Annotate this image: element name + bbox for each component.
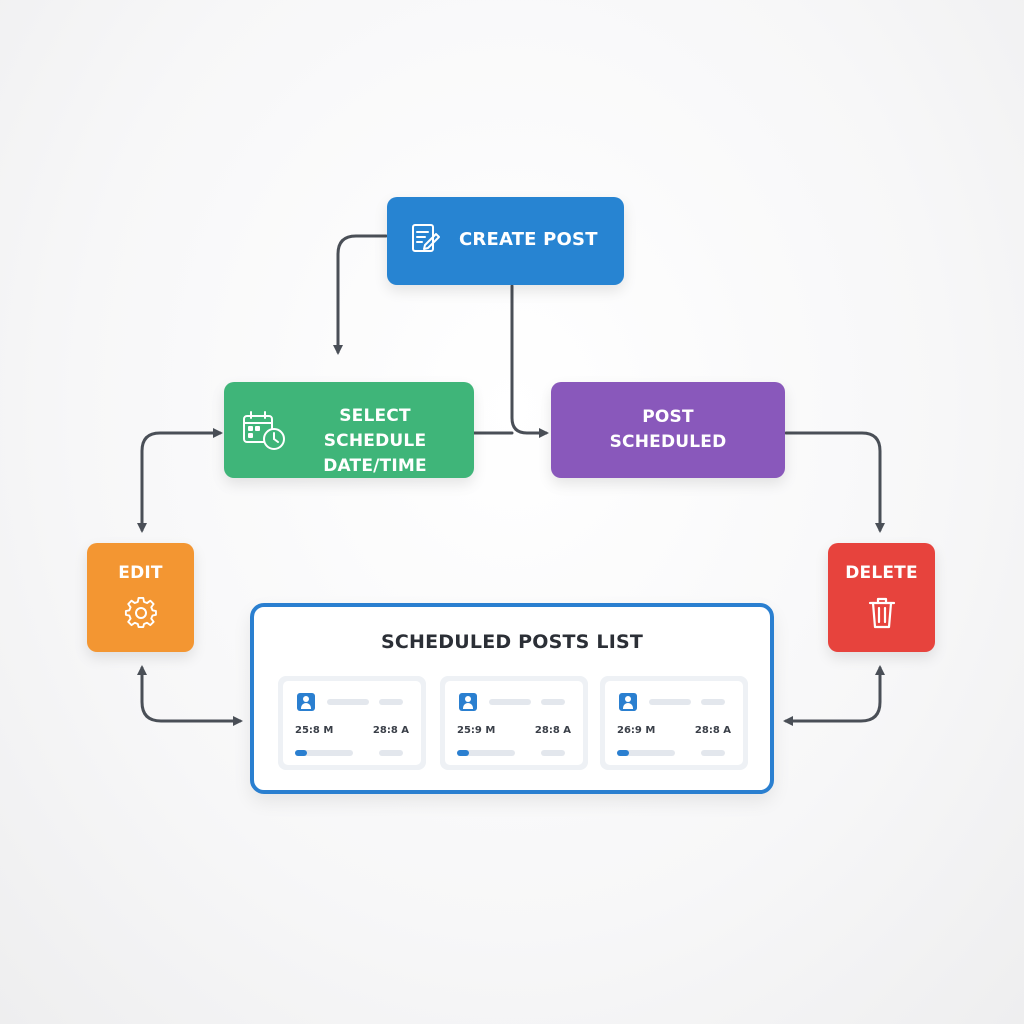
post-progress-fill — [457, 750, 469, 756]
scheduled-posts-list[interactable]: SCHEDULED POSTS LIST 25:8 M 28:8 A 25:9 … — [250, 603, 774, 794]
avatar-icon — [619, 693, 637, 711]
delete-node[interactable]: DELETE — [828, 543, 935, 652]
post-scheduled-label-line2: SCHEDULED — [609, 432, 727, 452]
placeholder-bar — [327, 699, 369, 705]
select-schedule-node[interactable]: SELECT SCHEDULE DATE/TIME — [224, 382, 474, 478]
post-progress-fill — [295, 750, 307, 756]
avatar-icon — [297, 693, 315, 711]
placeholder-bar — [379, 699, 403, 705]
gear-icon — [124, 596, 158, 634]
arrow-select-edit-bidirectional — [137, 428, 223, 533]
scheduled-posts-list-title: SCHEDULED POSTS LIST — [380, 631, 644, 653]
post-time-right: 28:8 A — [534, 725, 571, 736]
post-progress-fill — [617, 750, 629, 756]
arrow-create-to-select — [333, 234, 388, 355]
delete-label: DELETE — [845, 563, 918, 583]
arrow-delete-list-bidirectional — [783, 665, 885, 726]
create-post-label: CREATE POST — [459, 229, 598, 250]
arrow-create-to-scheduled — [510, 284, 549, 438]
post-time-left: 26:9 M — [617, 725, 656, 736]
post-time-right: 28:8 A — [694, 725, 731, 736]
create-post-node[interactable]: CREATE POST — [387, 197, 624, 285]
scheduled-post-card[interactable]: 26:9 M 28:8 A — [600, 676, 748, 770]
post-time-right: 28:8 A — [372, 725, 409, 736]
scheduled-post-card[interactable]: 25:9 M 28:8 A — [440, 676, 588, 770]
post-scheduled-label-line1: POST — [642, 407, 694, 427]
placeholder-bar — [541, 699, 565, 705]
placeholder-bar — [489, 699, 531, 705]
post-time-left: 25:8 M — [295, 725, 334, 736]
select-schedule-label-line2: DATE/TIME — [323, 456, 427, 476]
post-time-left: 25:9 M — [457, 725, 496, 736]
post-scheduled-label: POST SCHEDULED — [610, 405, 727, 455]
arrow-scheduled-to-delete — [784, 431, 885, 533]
edit-label: EDIT — [118, 563, 163, 583]
calendar-clock-icon — [242, 410, 288, 456]
placeholder-bar — [541, 750, 565, 756]
scheduled-post-card[interactable]: 25:8 M 28:8 A — [278, 676, 426, 770]
select-schedule-label-line1: SELECT SCHEDULE — [323, 406, 427, 451]
placeholder-bar — [701, 750, 725, 756]
post-progress-bar — [457, 750, 515, 756]
avatar-icon — [459, 693, 477, 711]
trash-icon — [867, 596, 897, 634]
placeholder-bar — [649, 699, 691, 705]
select-schedule-label: SELECT SCHEDULE DATE/TIME — [290, 404, 460, 479]
post-progress-bar — [295, 750, 353, 756]
arrow-edit-list-bidirectional — [137, 665, 243, 726]
placeholder-bar — [701, 699, 725, 705]
edit-node[interactable]: EDIT — [87, 543, 194, 652]
post-scheduled-node[interactable]: POST SCHEDULED — [551, 382, 785, 478]
post-progress-bar — [617, 750, 675, 756]
placeholder-bar — [379, 750, 403, 756]
document-edit-icon — [411, 223, 441, 259]
